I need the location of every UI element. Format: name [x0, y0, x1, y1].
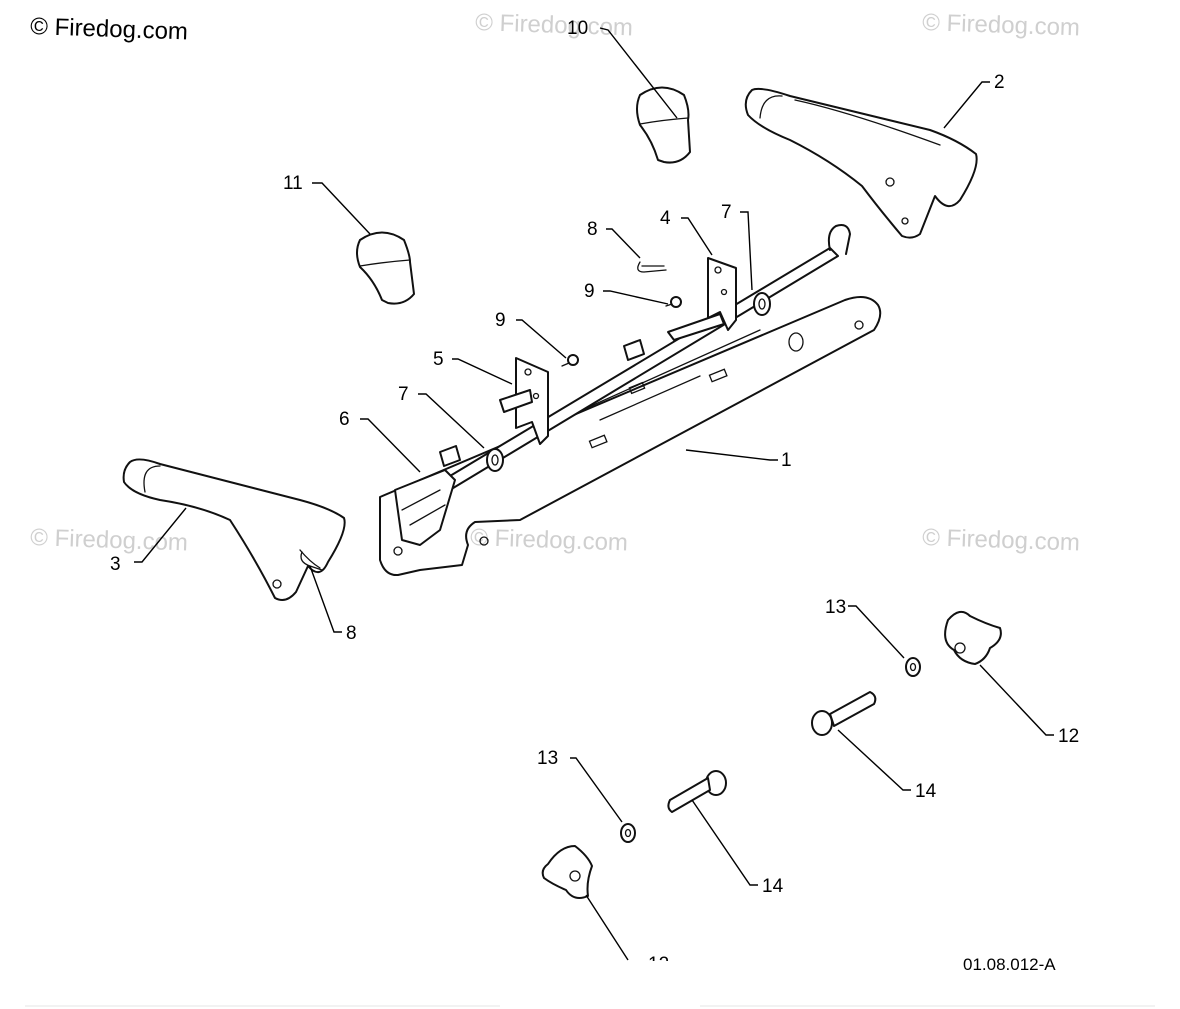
callout-9-lower: 9 — [495, 310, 506, 331]
part-star-knob-bottom — [541, 845, 593, 899]
part-lever-assembly — [394, 469, 456, 546]
watermark-top-center: © Firedog.com — [475, 9, 634, 41]
part-knob-left — [356, 231, 415, 305]
callout-8-top: 8 — [587, 219, 598, 240]
callout-7-left: 7 — [398, 384, 409, 405]
part-tab-lower — [439, 445, 461, 467]
part-bolt-right — [811, 691, 877, 736]
leader-lines — [134, 27, 1054, 961]
part-upper-bracket — [667, 257, 737, 341]
part-lower-bracket — [499, 357, 549, 445]
callout-12-bottom: 12 — [648, 954, 669, 975]
part-hairpin-clip-upper — [637, 261, 667, 273]
part-hairpin-clip-lower — [300, 551, 323, 571]
callout-9-upper: 9 — [584, 281, 595, 302]
watermark-mid-center: © Firedog.com — [470, 524, 629, 556]
part-star-knob-right — [944, 610, 1002, 665]
callout-4: 4 — [660, 208, 671, 229]
callout-12-right: 12 — [1058, 726, 1079, 747]
part-bracket-plate — [379, 295, 882, 577]
part-knob-top — [636, 86, 691, 164]
callout-11: 11 — [283, 173, 303, 194]
callout-6: 6 — [339, 409, 350, 430]
watermark-top-right: © Firedog.com — [922, 9, 1081, 41]
part-spacer-right — [753, 292, 771, 316]
callout-13-right: 13 — [825, 597, 846, 618]
part-screw-upper — [665, 296, 682, 308]
watermark-top-left: © Firedog.com — [30, 13, 189, 45]
callout-14-right: 14 — [915, 781, 937, 802]
watermark-mid-left: © Firedog.com — [30, 524, 189, 556]
part-handle-right — [744, 87, 978, 239]
callout-3: 3 — [110, 554, 121, 575]
callout-14-left: 14 — [762, 876, 784, 897]
callout-1: 1 — [781, 450, 792, 471]
drawing-code: 01.08.012-A — [963, 955, 1056, 974]
callout-7-right: 7 — [721, 202, 732, 223]
callout-2: 2 — [994, 72, 1005, 93]
callout-8-bottom: 8 — [346, 623, 357, 644]
part-washer-right — [905, 657, 921, 677]
part-bolt-left — [667, 770, 727, 813]
part-screw-lower — [561, 354, 579, 367]
callout-13-left: 13 — [537, 748, 558, 769]
part-spacer-left — [486, 448, 504, 472]
part-tab-upper — [623, 339, 645, 361]
part-washer-left — [620, 823, 636, 843]
callout-10: 10 — [567, 18, 588, 39]
watermark-mid-right: © Firedog.com — [922, 524, 1081, 556]
callout-5: 5 — [433, 349, 444, 370]
